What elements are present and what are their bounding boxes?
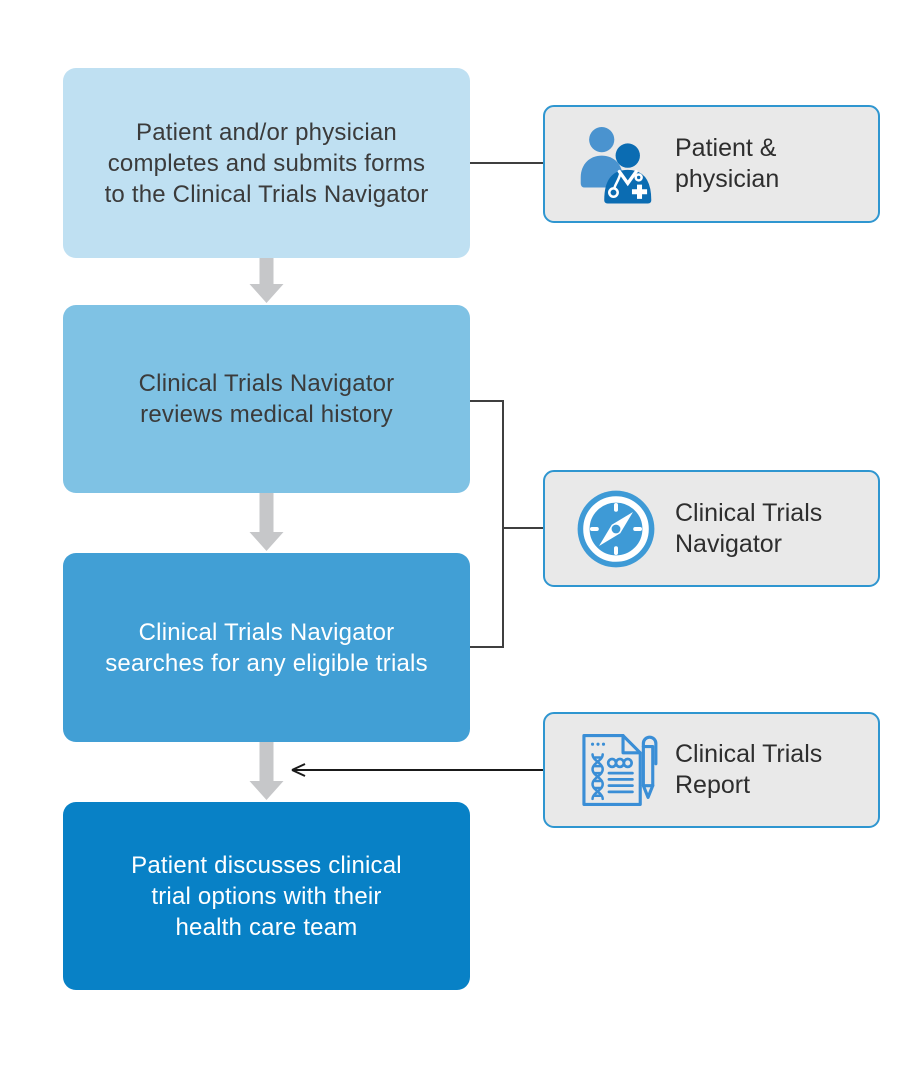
- down-arrow-3: [249, 741, 284, 800]
- legend-clinical-trials-report-label: Clinical Trials Report: [675, 740, 823, 799]
- flow-step-1-label: Patient and/or physician completes and s…: [104, 118, 429, 208]
- flow-step-2: Clinical Trials Navigator reviews medica…: [63, 305, 470, 493]
- report-arrow-connector: [291, 763, 543, 777]
- down-arrow-2: [249, 492, 284, 551]
- flow-step-2-label: Clinical Trials Navigator reviews medica…: [138, 370, 395, 428]
- legend-patient-physician: Patient & physician: [543, 105, 880, 223]
- legend-clinical-trials-report: Clinical Trials Report: [543, 712, 880, 828]
- flow-step-1: Patient and/or physician completes and s…: [63, 68, 470, 258]
- flow-step-3-label: Clinical Trials Navigator searches for a…: [105, 618, 428, 677]
- flow-step-4-label: Patient discusses clinical trial options…: [131, 851, 402, 941]
- flow-step-4: Patient discusses clinical trial options…: [63, 802, 470, 990]
- down-arrow-1: [249, 257, 284, 303]
- flow-step-3: Clinical Trials Navigator searches for a…: [63, 553, 470, 742]
- clinical-trials-report-icon: [573, 725, 659, 815]
- bracket-connector-steps2-3-legend: [470, 400, 543, 648]
- compass-icon: [573, 484, 659, 574]
- legend-clinical-trials-navigator: Clinical Trials Navigator: [543, 470, 880, 587]
- legend-clinical-trials-navigator-label: Clinical Trials Navigator: [675, 498, 823, 558]
- patient-physician-icon: [573, 119, 659, 209]
- legend-patient-physician-label: Patient & physician: [675, 134, 780, 193]
